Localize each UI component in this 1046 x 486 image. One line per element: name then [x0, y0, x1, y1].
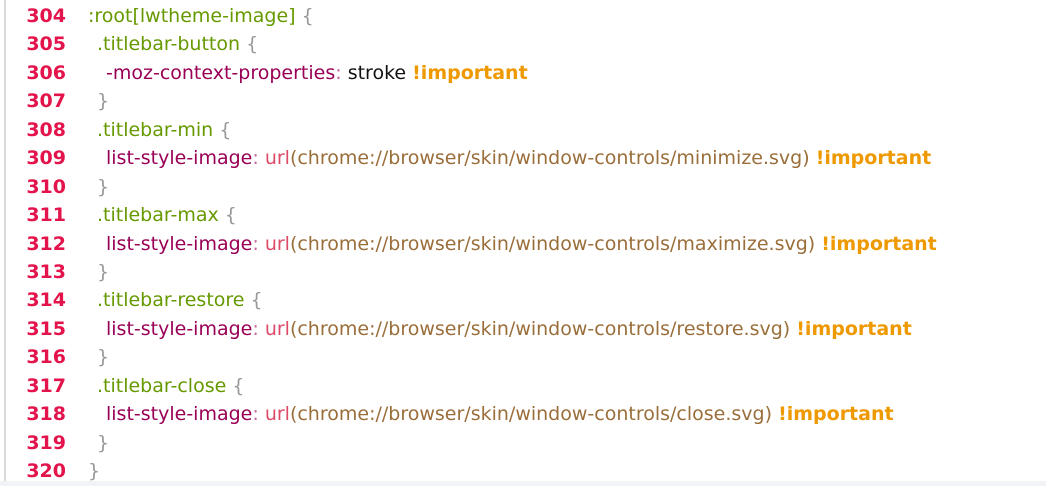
token-pun: { [224, 204, 237, 227]
line-number: 310 [26, 175, 66, 198]
code-text: list-style-image: url(chrome://browser/s… [66, 144, 931, 172]
code-text: } [66, 343, 109, 371]
code-text: } [66, 173, 109, 201]
code-line-307: 307} [0, 87, 1046, 115]
code-text: list-style-image: url(chrome://browser/s… [66, 400, 894, 428]
token-col: : [252, 403, 259, 426]
token-sel: .titlebar-min [97, 118, 214, 141]
code-text: :root[lwtheme-image] { [66, 2, 314, 30]
token-url: (chrome://browser/skin/window-controls/m… [289, 147, 810, 170]
left-edge-rule [4, 0, 6, 486]
line-number: 304 [26, 5, 66, 27]
line-number: 314 [26, 289, 66, 312]
token-col: : [335, 61, 342, 84]
token-sel: .titlebar-button [97, 33, 241, 56]
code-text: .titlebar-button { [66, 30, 258, 58]
code-line-305: 305.titlebar-button { [0, 30, 1046, 58]
line-number: 313 [26, 260, 66, 283]
code-text: -moz-context-properties: stroke !importa… [66, 59, 528, 87]
token-url: (chrome://browser/skin/window-controls/r… [289, 317, 791, 340]
code-line-310: 310} [0, 173, 1046, 201]
line-number: 312 [26, 232, 66, 255]
token-pun: { [301, 5, 314, 27]
line-number: 318 [26, 403, 66, 426]
token-prop: list-style-image [106, 147, 253, 170]
token-pun: } [88, 460, 101, 482]
code-text: } [66, 457, 100, 485]
line-number: 316 [26, 346, 66, 369]
token-pun: { [232, 374, 245, 397]
code-text: } [66, 258, 109, 286]
line-number: 320 [26, 460, 66, 482]
token-pun: } [97, 90, 110, 113]
token-url: (chrome://browser/skin/window-controls/m… [289, 232, 816, 255]
token-pun: } [97, 346, 110, 369]
line-number: 307 [26, 90, 66, 113]
token-pun: } [97, 431, 110, 454]
token-prop: -moz-context-properties [106, 61, 336, 84]
token-pun: { [219, 118, 232, 141]
token-pun: { [246, 33, 259, 56]
code-line-320: 320} [0, 457, 1046, 485]
line-number: 319 [26, 431, 66, 454]
token-imp: !important [778, 403, 894, 426]
token-sel: :root[lwtheme-image] [88, 5, 296, 27]
code-line-319: 319} [0, 429, 1046, 457]
token-sel: .titlebar-close [97, 374, 227, 397]
code-line-308: 308.titlebar-min { [0, 116, 1046, 144]
code-text: } [66, 87, 109, 115]
code-line-304: 304:root[lwtheme-image] { [0, 2, 1046, 30]
line-number: 309 [26, 147, 66, 170]
code-line-311: 311.titlebar-max { [0, 201, 1046, 229]
code-line-316: 316} [0, 343, 1046, 371]
token-fun: url [264, 317, 290, 340]
bottom-edge-strip [0, 481, 1046, 486]
code-line-317: 317.titlebar-close { [0, 372, 1046, 400]
line-number: 317 [26, 374, 66, 397]
line-number: 306 [26, 61, 66, 84]
token-col: : [252, 232, 259, 255]
token-fun: url [264, 403, 290, 426]
code-line-313: 313} [0, 258, 1046, 286]
code-text: .titlebar-restore { [66, 286, 263, 314]
line-number: 305 [26, 33, 66, 56]
token-pun: } [97, 175, 110, 198]
token-imp: !important [821, 232, 937, 255]
token-col: : [252, 147, 259, 170]
token-fun: url [264, 147, 290, 170]
line-number: 315 [26, 317, 66, 340]
token-imp: !important [815, 147, 932, 170]
token-url: (chrome://browser/skin/window-controls/c… [289, 403, 773, 426]
token-sel: .titlebar-max [97, 204, 219, 227]
code-text: list-style-image: url(chrome://browser/s… [66, 315, 912, 343]
token-imp: !important [412, 61, 528, 84]
code-text: } [66, 429, 109, 457]
code-text: .titlebar-close { [66, 372, 244, 400]
token-col: : [252, 317, 259, 340]
token-sel: .titlebar-restore [97, 289, 245, 312]
token-pun: { [250, 289, 263, 312]
line-number: 311 [26, 204, 66, 227]
token-prop: list-style-image [106, 317, 253, 340]
code-text: list-style-image: url(chrome://browser/s… [66, 230, 937, 258]
token-prop: list-style-image [106, 232, 253, 255]
token-val: stroke [347, 61, 407, 84]
code-text: .titlebar-min { [66, 116, 231, 144]
code-line-306: 306-moz-context-properties: stroke !impo… [0, 59, 1046, 87]
line-number: 308 [26, 118, 66, 141]
token-prop: list-style-image [106, 403, 253, 426]
code-line-314: 314.titlebar-restore { [0, 286, 1046, 314]
token-imp: !important [796, 317, 912, 340]
code-text: .titlebar-max { [66, 201, 237, 229]
token-pun: } [97, 260, 110, 283]
token-fun: url [264, 232, 290, 255]
